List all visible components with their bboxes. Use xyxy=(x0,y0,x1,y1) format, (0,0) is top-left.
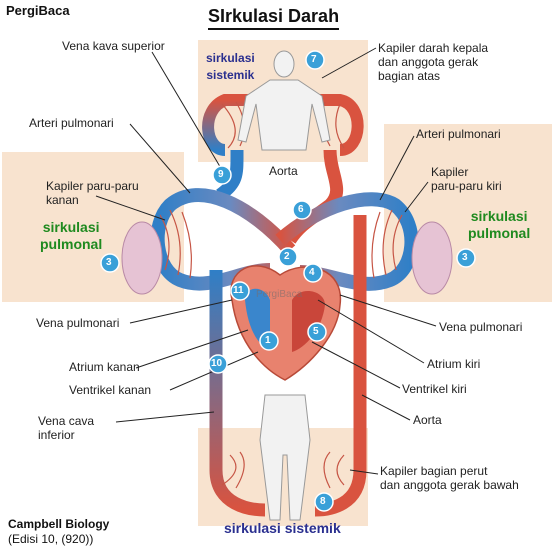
label-kapiler-paru-kanan: Kapiler paru-paru kanan xyxy=(46,179,139,207)
source-citation: Campbell Biology (Edisi 10, (920)) xyxy=(8,517,109,547)
region-label-pulmonal-right: sirkulasi pulmonal xyxy=(468,208,531,241)
label-vena-cava-inferior: Vena cava inferior xyxy=(38,414,95,442)
step-1: 1 xyxy=(265,335,271,346)
label-aorta-bottom: Aorta xyxy=(413,413,442,427)
region-label-pulmonal-left: sirkulasi pulmonal xyxy=(40,219,103,252)
lung-left-organ xyxy=(411,221,453,295)
step-circle-3a xyxy=(100,253,120,273)
step-3b: 3 xyxy=(462,252,468,263)
label-ventrikel-kiri: Ventrikel kiri xyxy=(402,382,467,396)
label-atrium-kanan: Atrium kanan xyxy=(69,360,140,374)
step-circle-9 xyxy=(212,165,232,185)
watermark: PergiBaca xyxy=(256,289,303,300)
human-figure-bottom xyxy=(259,394,311,521)
step-circle-4 xyxy=(303,263,323,283)
region-label-sistemik-bottom: sirkulasi sistemik xyxy=(224,520,341,536)
step-circle-3b xyxy=(456,248,476,268)
step-circles xyxy=(100,50,476,512)
label-vena-pulmonari-right: Vena pulmonari xyxy=(439,320,523,334)
step-5: 5 xyxy=(313,326,319,337)
source-edition: (Edisi 10, (920)) xyxy=(8,532,94,546)
step-2: 2 xyxy=(284,251,290,262)
step-circle-5 xyxy=(307,322,327,342)
step-circle-7 xyxy=(305,50,325,70)
step-3a: 3 xyxy=(106,257,112,268)
capillary-bed-bottom xyxy=(221,451,345,489)
source-title: Campbell Biology xyxy=(8,517,110,531)
human-figure-top xyxy=(237,50,331,151)
step-circle-6 xyxy=(292,200,312,220)
label-ventrikel-kanan: Ventrikel kanan xyxy=(69,383,152,397)
step-circle-10 xyxy=(208,354,228,374)
step-circle-2 xyxy=(278,247,298,267)
step-9: 9 xyxy=(218,169,224,180)
leader-lines xyxy=(95,47,437,475)
heart xyxy=(230,265,342,381)
label-aorta-top: Aorta xyxy=(269,164,298,178)
step-circle-11 xyxy=(230,281,250,301)
label-kapiler-paru-kiri: Kapiler paru-paru kiri xyxy=(431,165,502,193)
step-10: 10 xyxy=(211,358,223,369)
label-kapiler-perut: Kapiler bagian perut dan anggota gerak b… xyxy=(380,464,519,492)
lung-right-organ xyxy=(121,221,163,295)
label-atrium-kiri: Atrium kiri xyxy=(427,357,481,371)
step-circle-1 xyxy=(259,331,279,351)
label-kapiler-kepala: Kapiler darah kepala dan anggota gerak b… xyxy=(378,41,489,83)
step-4: 4 xyxy=(309,267,315,278)
vessel-systemic-upper-left xyxy=(216,149,244,201)
label-vena-pulmonari-left: Vena pulmonari xyxy=(36,316,120,330)
step-circle-8 xyxy=(314,492,334,512)
label-arteri-pulmonari-right: Arteri pulmonari xyxy=(416,127,501,141)
region-pulmonal-right xyxy=(384,124,552,302)
step-11: 11 xyxy=(233,285,244,296)
region-label-sistemik-top: sirkulasi sistemik xyxy=(206,51,255,82)
step-8: 8 xyxy=(320,496,326,507)
page-title: SIrkulasi Darah xyxy=(208,6,340,30)
brand-logo-text: PergiBaca xyxy=(6,3,70,18)
vena-cava-inferior-vessel xyxy=(209,270,266,517)
step-7: 7 xyxy=(311,54,317,65)
step-6: 6 xyxy=(298,204,304,215)
label-arteri-pulmonari-left: Arteri pulmonari xyxy=(29,116,114,130)
label-vena-kava-superior: Vena kava superior xyxy=(62,39,165,53)
pulmonary-right-loop xyxy=(275,192,419,291)
